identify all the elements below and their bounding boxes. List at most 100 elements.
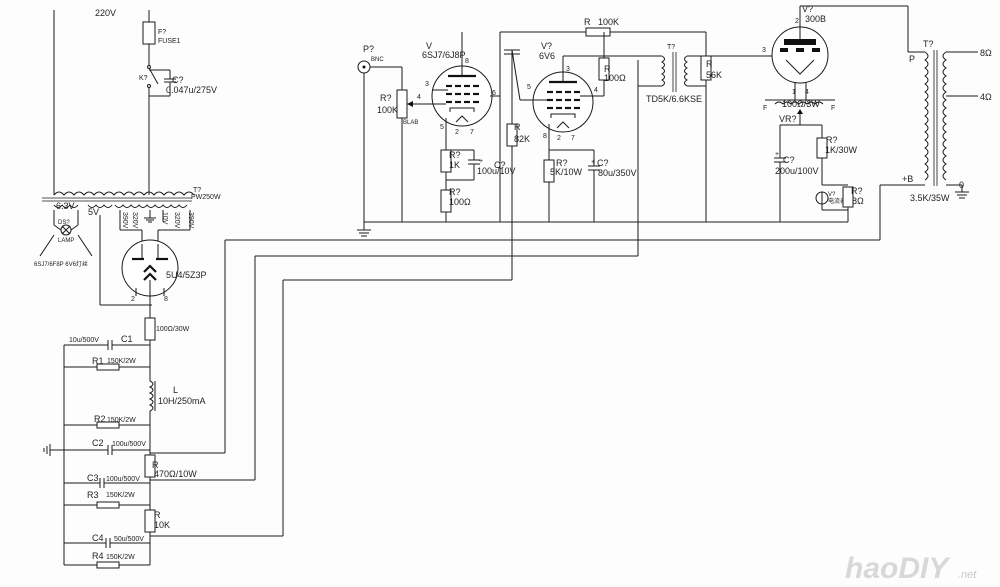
s2-ck-val: 80u/350V [598, 168, 637, 178]
input-section: P? BNC R? 100K BLAB [357, 44, 820, 237]
fuse-ref: F? [158, 29, 166, 36]
r3-ref: R3 [87, 490, 99, 500]
fb-val: 100K [598, 17, 619, 27]
s1-rg-val: 100Ω [449, 197, 471, 207]
s2-ck-plus: + [591, 159, 595, 166]
stage2-ref: V? [541, 41, 552, 51]
c1-ref: C1 [121, 334, 133, 344]
it-r-val: 56K [706, 70, 722, 80]
ot-tap-4: 4Ω [980, 92, 992, 102]
tap-10v: 10V [161, 212, 168, 225]
out-ck-val: 200u/100V [775, 166, 819, 176]
s2-pin-2: 2 [557, 135, 561, 142]
vr-ref: VR? [779, 114, 797, 124]
switch-ref: K? [139, 75, 148, 82]
s1-pin-5: 5 [440, 124, 444, 131]
jack-name: BNC [371, 57, 384, 63]
hum-pot-val: 100Ω/3W [782, 99, 820, 109]
rs-ref: R? [851, 186, 863, 196]
s1-ck-plus: + [479, 158, 483, 165]
s1-pin-6: 6 [492, 90, 496, 97]
r470-ref: R [152, 460, 159, 470]
transformer-ref: T? [193, 187, 201, 194]
out-f-right: F [831, 105, 835, 112]
stage1-tube-6sj7: V 6SJ7/6J8P 8 3 4 6 5 2 7 R? 1K + 100 [417, 32, 516, 222]
s1-pin-4: 4 [417, 94, 421, 101]
meter-ref: V? [828, 192, 836, 198]
stage2-type: 6V6 [539, 51, 555, 61]
pot-note: BLAB [403, 120, 418, 126]
c2-val: 100u/500V [112, 441, 146, 448]
power-transformer: T? PW250W 6.3V 5V 390V 320V 10V 320V 390… [42, 187, 221, 244]
rectifier-tube-5u4: 2 8 5U4/5Z3P [99, 215, 207, 320]
transformer-rating: PW250W [191, 194, 221, 201]
xcap-value: 0.047u/275V [166, 85, 217, 95]
rect-pin-2: 2 [131, 296, 135, 303]
s1-pin-2: 2 [455, 129, 459, 136]
jack-ref: P? [363, 44, 374, 54]
rs-val: 8Ω [852, 196, 864, 206]
resistor-100ohm [144, 317, 156, 341]
it-ref: T? [667, 44, 675, 51]
r-in-val: 100Ω/30W [156, 326, 190, 333]
s1-rg-ref: R? [449, 187, 461, 197]
tap-320v: 320V [131, 212, 138, 229]
watermark-tld: .net [958, 569, 977, 581]
meter-name: 电流表 [828, 197, 846, 205]
stage1-type: 6SJ7/6J8P [422, 50, 466, 60]
out-ck-plus: + [775, 151, 779, 158]
out-pin-4: 4 [805, 89, 809, 96]
xcap-ref: C? [172, 75, 184, 85]
r1-val: 150K/2W [107, 358, 136, 365]
heater-lamp: DS? LAMP 6SJ7/6F8P 6V6灯丝 [34, 210, 93, 268]
out-ck-ref: C? [783, 155, 795, 165]
ot-bplus: +B [902, 174, 913, 184]
lamp-ref: DS? [58, 220, 70, 226]
s2-rg2-val: 100Ω [604, 73, 626, 83]
tap-6v3: 6.3V [56, 201, 75, 211]
c3-ref: C3 [87, 473, 99, 483]
s2-pin-3: 3 [566, 66, 570, 73]
watermark-brand: haoDIY [845, 552, 951, 585]
filter-chain: 100Ω/30W L 10H/250mA R 470Ω/10W R 10K 10… [43, 60, 881, 569]
s1-pin-3: 3 [425, 81, 429, 88]
tap-390v: 390V [121, 212, 128, 229]
inductor-ref: L [173, 385, 178, 395]
s1-ck-val: 100u/10V [477, 166, 516, 176]
r4-val: 150K/2W [106, 554, 135, 561]
s1-cc-ref: C? [494, 160, 506, 170]
out-pin-1: 1 [792, 89, 796, 96]
s1-rp-val: 82K [514, 134, 530, 144]
c2-ref: C2 [92, 438, 104, 448]
s2-pin-5: 5 [527, 84, 531, 91]
s2-rk-val: 5K/10W [550, 167, 583, 177]
fuse-symbol [142, 21, 156, 45]
r470-val: 470Ω/10W [154, 469, 197, 479]
output-tube-300b: V? 300B 2 3 1 4 F F 100Ω/3W VR? R? 1K/30… [760, 4, 909, 223]
s2-ck-ref: C? [597, 158, 609, 168]
resistor-r4 [96, 561, 120, 569]
rectifier-type: 5U4/5Z3P [166, 270, 207, 280]
s1-rp-ref: R [514, 122, 521, 132]
interstage-transformer: T? TD5K/6.6KSE R 56K [638, 44, 760, 222]
out-f-left: F [763, 105, 767, 112]
it-r-ref: R [706, 59, 713, 69]
stage1-ref: V [426, 41, 432, 51]
out-pin-3: 3 [762, 47, 766, 54]
c3-val: 100u/500V [106, 476, 140, 483]
stage2-tube-6v6: V? 6V6 3 5 4 8 2 7 R 100Ω R? 5K/10W [527, 32, 662, 222]
tap-320v-b: 320V [173, 212, 180, 229]
r1-ref: R1 [92, 356, 104, 366]
ot-ref: T? [923, 39, 934, 49]
s2-pin-8: 8 [543, 133, 547, 140]
c4-val: 50u/500V [114, 536, 144, 543]
s1-pin-8: 8 [465, 58, 469, 65]
ot-tap-8: 8Ω [980, 48, 992, 58]
s2-rk-ref: R? [556, 158, 568, 168]
resistor-r3 [96, 501, 120, 509]
pot-val: 100K [377, 105, 398, 115]
r4-ref: R4 [92, 551, 104, 561]
s1-rk-ref: R? [449, 150, 461, 160]
